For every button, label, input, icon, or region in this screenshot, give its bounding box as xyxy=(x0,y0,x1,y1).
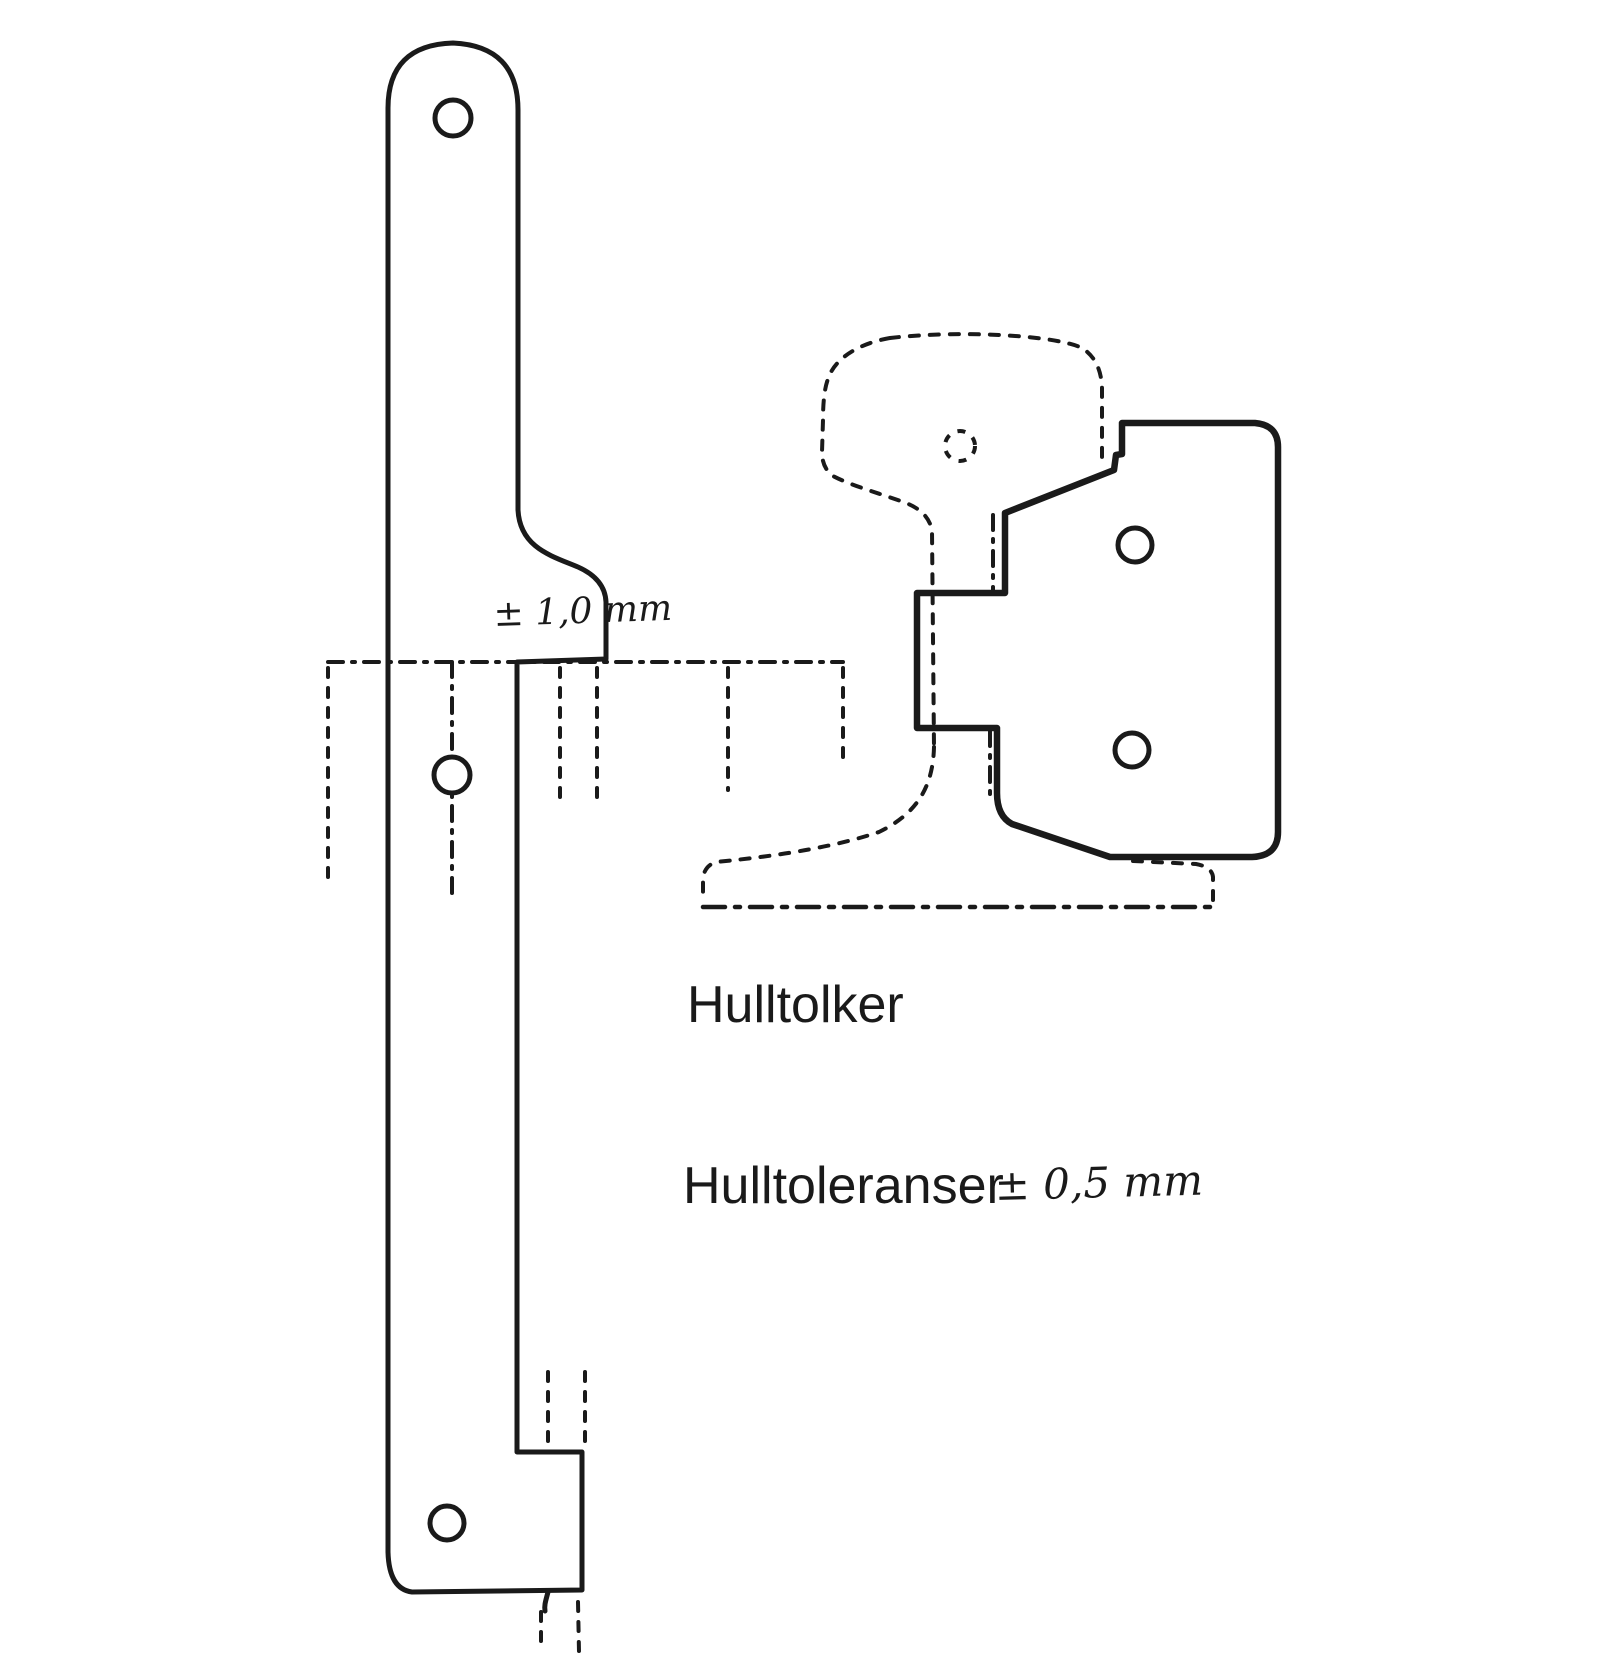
rail-head-outline-dashed xyxy=(819,332,1104,749)
caption-tolerance-label: Hulltoleranser xyxy=(683,1157,1004,1215)
rail-foot-right-dashed xyxy=(1131,859,1215,903)
left-gauge-hole-top xyxy=(432,97,474,139)
right-gauge xyxy=(700,332,1282,910)
rail-foot-top-dashed xyxy=(701,745,936,903)
step-tolerance-annotation: ± 1,0 mm xyxy=(493,588,673,635)
left-gauge-outline xyxy=(385,40,609,1595)
right-gauge-hole-bottom xyxy=(1112,730,1152,770)
right-gauge-hole-top xyxy=(1115,525,1155,565)
caption-tolerance-value: ± 0,5 mm xyxy=(994,1156,1204,1210)
caption-title: Hulltolker xyxy=(687,976,904,1034)
below-bottom-stub xyxy=(542,1589,551,1614)
left-gauge-hole-bottom xyxy=(427,1503,467,1543)
left-gauge xyxy=(326,40,845,1654)
below-bottom-dashed-2 xyxy=(576,1600,581,1654)
rail-head-hole-dashed xyxy=(943,429,977,463)
left-gauge-hole-middle xyxy=(431,754,473,796)
right-gauge-outline xyxy=(913,419,1282,861)
